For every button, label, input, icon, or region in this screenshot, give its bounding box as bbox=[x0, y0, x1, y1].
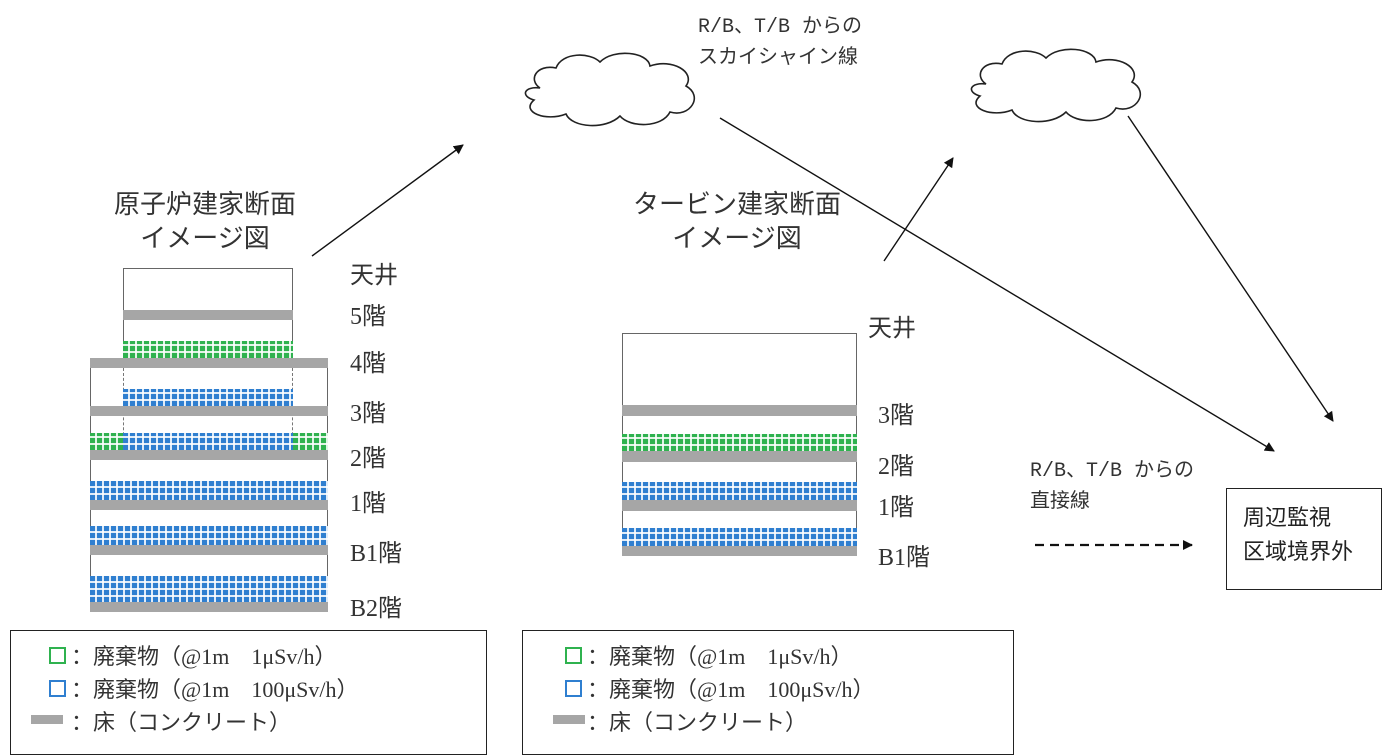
rb-slab-b1 bbox=[90, 545, 328, 555]
rb-waste-2f-blue bbox=[123, 433, 293, 450]
rb-floor-label: 5階 bbox=[350, 304, 386, 330]
rb-slab-5f bbox=[123, 310, 293, 320]
tb-waste-b1-blue bbox=[622, 528, 857, 546]
direct-line-label-line2: 直接線 bbox=[1030, 491, 1090, 514]
legend-label: ：廃棄物（@1m 1μSv/h） bbox=[71, 644, 337, 669]
rb-floor-label: 1階 bbox=[350, 491, 386, 517]
legend-label: ：廃棄物（@1m 100μSv/h） bbox=[71, 677, 359, 702]
green-square-icon bbox=[565, 647, 582, 664]
rb-floor-label: 2階 bbox=[350, 446, 386, 472]
legend-item-green-waste: ：廃棄物（@1m 1μSv/h） bbox=[11, 639, 486, 671]
rb-title-line2: イメージ図 bbox=[140, 224, 270, 253]
blue-square-icon bbox=[565, 680, 582, 697]
tb-title-line1: タービン建家断面 bbox=[632, 190, 841, 219]
legend-label: ：廃棄物（@1m 100μSv/h） bbox=[587, 677, 875, 702]
tb-floor-label: 2階 bbox=[878, 454, 914, 480]
legend-item-blue-waste: ：廃棄物（@1m 100μSv/h） bbox=[11, 672, 486, 704]
boundary-line1: 周辺監視 bbox=[1243, 507, 1332, 532]
rb-floor-label: B1階 bbox=[350, 541, 403, 567]
rb-legend: ：廃棄物（@1m 1μSv/h） ：廃棄物（@1m 100μSv/h） ：床（コ… bbox=[10, 630, 487, 755]
rb-slab-3f bbox=[90, 406, 328, 416]
rb-floor-label: B2階 bbox=[350, 596, 403, 622]
tb-waste-1f-blue bbox=[622, 482, 857, 500]
legend-label: ：床（コンクリート） bbox=[71, 710, 292, 735]
tb-floor-label: 1階 bbox=[878, 495, 914, 521]
cloud-icon bbox=[524, 52, 696, 127]
tb-floor-label: 天井 bbox=[868, 316, 916, 342]
rb-title: 原子炉建家断面 イメージ図 bbox=[100, 188, 310, 256]
legend-item-floor: ：床（コンクリート） bbox=[523, 705, 1013, 737]
rb-waste-b2-blue bbox=[90, 576, 328, 602]
tb-slab-2f bbox=[622, 451, 857, 462]
rb-waste-3f-blue bbox=[123, 389, 293, 406]
tb-title-line2: イメージ図 bbox=[672, 224, 802, 253]
tb-slab-1f bbox=[622, 500, 857, 511]
rb-waste-2f-green-right bbox=[293, 433, 328, 450]
rb-slab-b2 bbox=[90, 602, 328, 612]
rb-floor-label: 4階 bbox=[350, 351, 386, 377]
cloud-to-boundary-arrow bbox=[1127, 115, 1334, 422]
rb-waste-1f-blue bbox=[90, 481, 328, 500]
rb-slab-4f bbox=[90, 358, 328, 368]
rb-skyshine-arrow bbox=[311, 144, 464, 257]
tb-slab-3f bbox=[622, 405, 857, 416]
tb-slab-b1 bbox=[622, 546, 857, 556]
legend-item-green-waste: ：廃棄物（@1m 1μSv/h） bbox=[523, 639, 1013, 671]
tb-floor-label: 3階 bbox=[878, 403, 914, 429]
skyshine-label: R/B、T/B からの スカイシャイン線 bbox=[698, 12, 862, 74]
green-square-icon bbox=[49, 647, 66, 664]
skyshine-label-line2: スカイシャイン線 bbox=[698, 47, 858, 70]
skyshine-to-boundary-arrow bbox=[719, 117, 1275, 452]
site-boundary-box: 周辺監視 区域境界外 bbox=[1226, 488, 1382, 590]
legend-label: ：床（コンクリート） bbox=[587, 710, 808, 735]
direct-line-label-line1: R/B、T/B からの bbox=[1030, 460, 1195, 483]
blue-square-icon bbox=[49, 680, 66, 697]
tb-skyshine-arrow bbox=[883, 157, 954, 262]
rb-title-line1: 原子炉建家断面 bbox=[113, 190, 296, 219]
legend-item-floor: ：床（コンクリート） bbox=[11, 705, 486, 737]
rb-slab-1f bbox=[90, 500, 328, 510]
tb-legend: ：廃棄物（@1m 1μSv/h） ：廃棄物（@1m 100μSv/h） ：床（コ… bbox=[522, 630, 1014, 755]
concrete-bar-icon bbox=[553, 715, 585, 724]
rb-waste-2f-green-left bbox=[90, 433, 123, 450]
cloud-icon bbox=[970, 48, 1142, 123]
tb-title: タービン建家断面 イメージ図 bbox=[612, 188, 862, 256]
legend-label: ：廃棄物（@1m 1μSv/h） bbox=[587, 644, 853, 669]
tb-floor-label: B1階 bbox=[878, 545, 931, 571]
concrete-bar-icon bbox=[31, 715, 63, 724]
rb-floor-label: 3階 bbox=[350, 401, 386, 427]
legend-item-blue-waste: ：廃棄物（@1m 100μSv/h） bbox=[523, 672, 1013, 704]
skyshine-label-line1: R/B、T/B からの bbox=[698, 16, 863, 39]
boundary-line2: 区域境界外 bbox=[1243, 541, 1354, 566]
rb-waste-b1-blue bbox=[90, 526, 328, 545]
rb-slab-2f bbox=[90, 450, 328, 460]
rb-waste-4f-green bbox=[123, 341, 293, 358]
rb-floor-label: 天井 bbox=[350, 263, 398, 289]
tb-waste-2f-green bbox=[622, 434, 857, 451]
direct-line-label: R/B、T/B からの 直接線 bbox=[1030, 456, 1194, 518]
